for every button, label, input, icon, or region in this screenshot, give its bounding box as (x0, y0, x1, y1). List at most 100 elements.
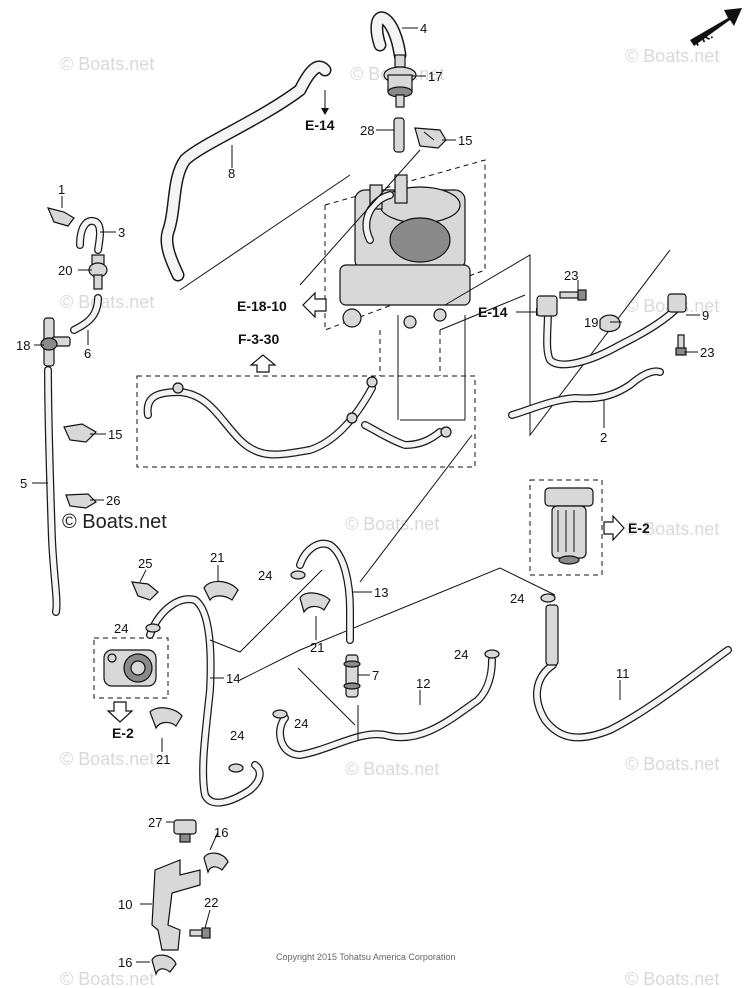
clip-19 (599, 314, 621, 333)
hose-12 (239, 567, 556, 759)
callout-15-left: 15 (108, 427, 122, 442)
callout-3: 3 (118, 225, 125, 240)
hose-3 (76, 217, 104, 254)
hose-2 (508, 367, 664, 419)
callout-24-b: 24 (510, 591, 524, 606)
callout-28: 28 (360, 123, 374, 138)
callout-24-a: 24 (258, 568, 272, 583)
callout-5: 5 (20, 476, 27, 491)
fuel-filter (544, 487, 594, 565)
f3-30-label: F-3-30 (238, 331, 279, 347)
fuel-filter-box (529, 479, 603, 576)
callout-20: 20 (58, 263, 72, 278)
e14-right-label: E-14 (478, 304, 508, 320)
watermark-text: © Boats.net (625, 519, 719, 539)
callout-24-d: 24 (454, 647, 468, 662)
callout-19: 19 (584, 315, 598, 330)
callout-23-right: 23 (700, 345, 714, 360)
e14-right-reference: E-14 (478, 304, 544, 320)
callout-21-mid: 21 (310, 640, 324, 655)
fuel-pump-assembly-box (324, 159, 486, 331)
hose-group-box (136, 330, 476, 468)
e14-label: E-14 (305, 117, 335, 133)
callout-8: 8 (228, 166, 235, 181)
watermark-text: © Boats.net (625, 46, 719, 66)
e2-right-label: E-2 (628, 520, 650, 536)
callout-12: 12 (416, 676, 430, 691)
fuel-pump-assembly (339, 174, 471, 329)
clip-26 (65, 493, 97, 509)
clip-21-low (149, 707, 183, 730)
clip-27 (173, 819, 197, 843)
callout-21-top: 21 (210, 550, 224, 565)
clip-15-left (63, 423, 97, 443)
callout-24-e: 24 (294, 716, 308, 731)
e2-bottom-reference: E-2 (106, 701, 134, 741)
clip-16-bottom (151, 954, 177, 977)
bracket-10 (151, 859, 201, 951)
clip-1 (46, 207, 75, 227)
e18-10-label: E-18-10 (237, 298, 287, 314)
callout-21-low: 21 (156, 752, 170, 767)
callout-10: 10 (118, 897, 132, 912)
front-direction-arrow: FR. (690, 8, 742, 49)
callout-17: 17 (428, 69, 442, 84)
copyright-notice: Copyright 2015 Tohatsu America Corporati… (276, 952, 455, 962)
f3-30-reference: F-3-30 (238, 331, 279, 373)
t-joint-18 (40, 317, 71, 367)
pipe-28 (393, 117, 405, 153)
callout-labels: 4 17 28 15 8 1 3 20 6 18 15 5 26 23 9 19… (16, 21, 714, 970)
callout-13: 13 (374, 585, 388, 600)
hose-11 (533, 604, 732, 742)
filter-20 (88, 254, 108, 290)
callout-14: 14 (226, 671, 240, 686)
hose-group-lower (143, 376, 452, 459)
connector-lines (179, 149, 671, 583)
callout-24-c: 24 (114, 621, 128, 636)
watermark-text: © Boats.net (60, 54, 154, 74)
fuel-connector-box (93, 637, 169, 699)
hose-6 (70, 294, 102, 334)
watermark-text: © Boats.net (345, 759, 439, 779)
fuel-connector (103, 649, 157, 687)
hose-5 (44, 366, 61, 616)
clip-21-mid (299, 592, 331, 614)
inline-filter-17 (383, 54, 417, 108)
watermark-text: © Boats.net (60, 292, 154, 312)
hose-13 (296, 539, 354, 644)
e14-top-reference: E-14 (305, 90, 335, 133)
callout-11: 11 (616, 666, 630, 681)
bolt-22 (189, 927, 211, 939)
callout-18: 18 (16, 338, 30, 353)
callout-1: 1 (58, 182, 65, 197)
e18-10-reference: E-18-10 (237, 291, 327, 319)
callout-23-top: 23 (564, 268, 578, 283)
bolt-23-a (559, 289, 587, 301)
clip-16-top (203, 852, 229, 875)
callout-6: 6 (84, 346, 91, 361)
watermark-text: © Boats.net (60, 749, 154, 769)
clamp-rings-24 (145, 570, 556, 773)
callout-9: 9 (702, 308, 709, 323)
callout-24-f: 24 (230, 728, 244, 743)
clip-15-top (414, 127, 447, 149)
watermark-text: © Boats.net (60, 969, 154, 988)
callout-16-top: 16 (214, 825, 228, 840)
callout-22: 22 (204, 895, 218, 910)
callout-26: 26 (106, 493, 120, 508)
hose-14 (146, 569, 323, 807)
watermark-primary: © Boats.net (62, 511, 167, 533)
watermark-layer: © Boats.net © Boats.net © Boats.net © Bo… (60, 46, 719, 988)
watermark-text: © Boats.net (625, 754, 719, 774)
callout-4: 4 (420, 21, 427, 36)
joint-7 (343, 654, 361, 698)
callout-27: 27 (148, 815, 162, 830)
callout-16-bottom: 16 (118, 955, 132, 970)
hose-4 (370, 11, 407, 62)
callout-7: 7 (372, 668, 379, 683)
callout-leaders (32, 27, 700, 963)
callout-25: 25 (138, 556, 152, 571)
hose-8 (160, 60, 332, 282)
watermark-text: © Boats.net (625, 969, 719, 988)
